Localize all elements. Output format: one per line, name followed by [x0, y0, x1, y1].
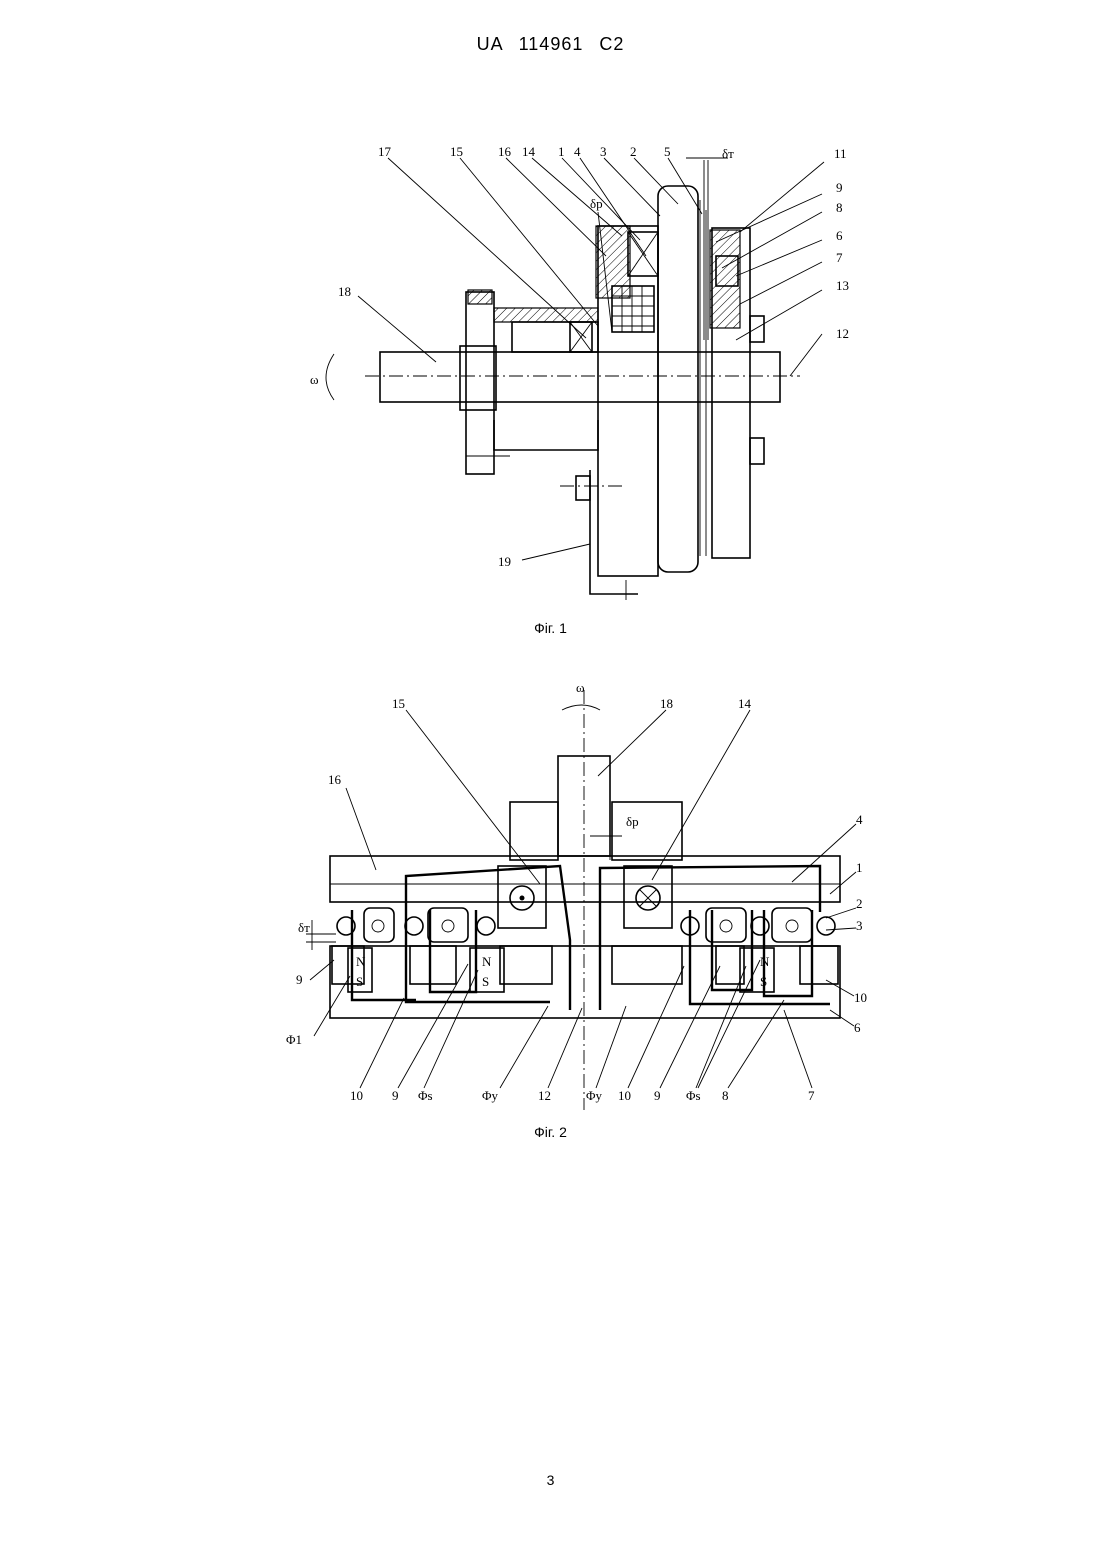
fig2-label-phis-a: Φs: [418, 1088, 433, 1103]
fig1-label-19: 19: [498, 554, 511, 569]
fig1-label-3: 3: [600, 144, 607, 159]
fig2-label-10-a: 10: [350, 1088, 363, 1103]
fig2-label-6: 6: [854, 1020, 861, 1035]
fig1-label-15: 15: [450, 144, 463, 159]
fig2-magnet-N2: N: [482, 954, 492, 969]
fig2-label-phiy-b: Φy: [586, 1088, 603, 1103]
fig2-label-12: 12: [538, 1088, 551, 1103]
fig2-magnet-S2: S: [482, 974, 489, 989]
fig1-label-14: 14: [522, 144, 536, 159]
fig2-label-14: 14: [738, 696, 752, 711]
fig2-label-4: 4: [856, 812, 863, 827]
fig2-label-phis-b: Φs: [686, 1088, 701, 1103]
fig1-label-17: 17: [378, 144, 392, 159]
fig1-label-5: 5: [664, 144, 671, 159]
fig2-label-10-b: 10: [618, 1088, 631, 1103]
fig1-label-2: 2: [630, 144, 637, 159]
fig2-label-phi1: Φ1: [286, 1032, 302, 1047]
fig1-label-delta-t: δт: [722, 146, 734, 161]
fig2-label-3: 3: [856, 918, 863, 933]
fig1-label-4: 4: [574, 144, 581, 159]
page-number: 3: [0, 1472, 1101, 1488]
figure-1-caption: Фіг. 1: [0, 620, 1101, 636]
fig2-label-16: 16: [328, 772, 342, 787]
fig2-label-8: 8: [722, 1088, 729, 1103]
fig2-label-1: 1: [856, 860, 863, 875]
fig1-label-omega: ω: [310, 372, 319, 387]
fig2-label-15: 15: [392, 696, 405, 711]
fig1-label-11: 11: [834, 146, 847, 161]
fig2-magnet-S1: S: [356, 974, 363, 989]
fig2-label-7: 7: [808, 1088, 815, 1103]
fig1-label-13: 13: [836, 278, 849, 293]
figure-2-caption: Фіг. 2: [0, 1124, 1101, 1140]
figure-2-drawing: ω N S N S N S: [0, 670, 1101, 1130]
fig1-label-delta-p: δр: [590, 196, 603, 211]
fig1-label-9: 9: [836, 180, 843, 195]
fig2-label-9-left: 9: [296, 972, 303, 987]
fig2-label-phiy-a: Φy: [482, 1088, 499, 1103]
fig2-label-delta-t: δт: [298, 920, 310, 935]
fig2-label-9-b: 9: [392, 1088, 399, 1103]
fig1-label-7: 7: [836, 250, 843, 265]
fig2-label-9-c: 9: [654, 1088, 661, 1103]
fig1-label-1: 1: [558, 144, 565, 159]
fig2-label-2: 2: [856, 896, 863, 911]
fig2-label-10-right: 10: [854, 990, 867, 1005]
fig1-label-18: 18: [338, 284, 351, 299]
figure-1-drawing: 17 15 16 14 1 4 3 2 5 δт 11 9 8 6 7 13 1…: [0, 0, 1101, 620]
fig1-label-8: 8: [836, 200, 843, 215]
fig1-label-12: 12: [836, 326, 849, 341]
fig2-label-delta-p: δр: [626, 814, 639, 829]
fig2-magnet-N1: N: [356, 954, 366, 969]
fig1-label-6: 6: [836, 228, 843, 243]
fig1-label-16: 16: [498, 144, 512, 159]
fig2-label-18: 18: [660, 696, 673, 711]
